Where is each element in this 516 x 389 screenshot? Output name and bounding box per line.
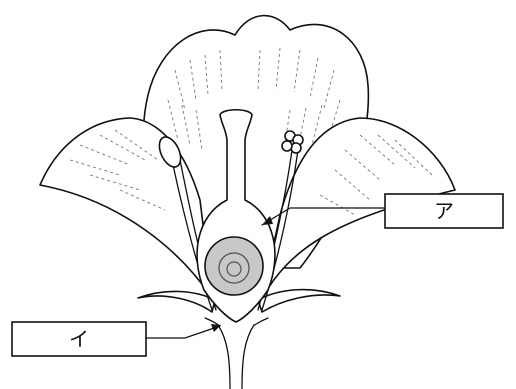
ovule <box>205 237 263 295</box>
label-i: イ <box>12 322 221 356</box>
label-i-text: イ <box>69 327 89 351</box>
label-i-leader <box>146 326 220 338</box>
label-a-text: ア <box>434 199 454 223</box>
